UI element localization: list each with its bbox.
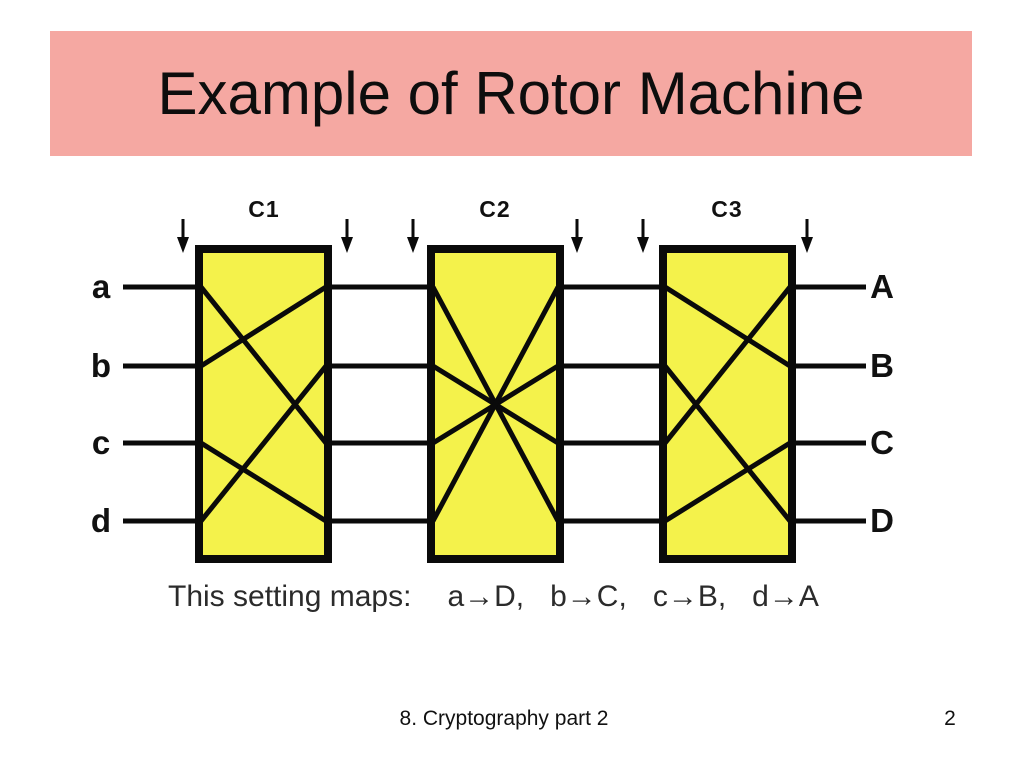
output-label-b: B: [870, 347, 894, 384]
down-arrow-icon: [177, 237, 189, 253]
permutation-line-c3-d: [663, 440, 792, 524]
rotor-label-c1: C1: [248, 196, 280, 222]
input-label-b: b: [90, 347, 112, 384]
rotor-label-c2: C2: [479, 196, 511, 222]
mapping-b: b→C,: [550, 580, 627, 613]
down-arrow-icon: [801, 237, 813, 253]
permutation-line-c1-b: [199, 284, 328, 369]
down-arrow-icon: [571, 237, 583, 253]
rotor-diagram: [123, 219, 866, 563]
slide-title: Example of Rotor Machine: [157, 60, 865, 127]
rotor-label-c3: C3: [711, 196, 743, 222]
permutation-line-c3-a: [663, 284, 792, 369]
permutation-line-c2-d: [430, 285, 561, 523]
title-banner: Example of Rotor Machine: [50, 31, 972, 156]
mapping-a: a→D,: [447, 580, 525, 613]
down-arrow-icon: [637, 237, 649, 253]
mapping-d: d→A: [752, 580, 819, 613]
permutation-line-c3-b: [663, 364, 792, 523]
output-label-d: D: [870, 502, 894, 539]
permutation-line-c3-c: [663, 285, 792, 445]
down-arrow-icon: [341, 237, 353, 253]
permutation-line-c1-d: [199, 364, 328, 523]
output-label-a: A: [870, 268, 894, 305]
output-label-c: C: [870, 424, 894, 461]
input-label-c: c: [91, 424, 111, 461]
input-label-d: d: [90, 502, 112, 539]
setting-caption: This setting maps: a→D, b→C, c→B, d→A: [168, 580, 819, 614]
input-label-a: a: [91, 268, 111, 305]
caption-label: This setting maps:: [168, 580, 412, 613]
mapping-c: c→B,: [652, 580, 727, 613]
permutation-line-c1-c: [199, 440, 328, 524]
permutation-line-c1-a: [199, 285, 328, 445]
page-number: 2: [944, 707, 956, 730]
footer-title: 8. Cryptography part 2: [399, 707, 609, 730]
down-arrow-icon: [407, 237, 419, 253]
